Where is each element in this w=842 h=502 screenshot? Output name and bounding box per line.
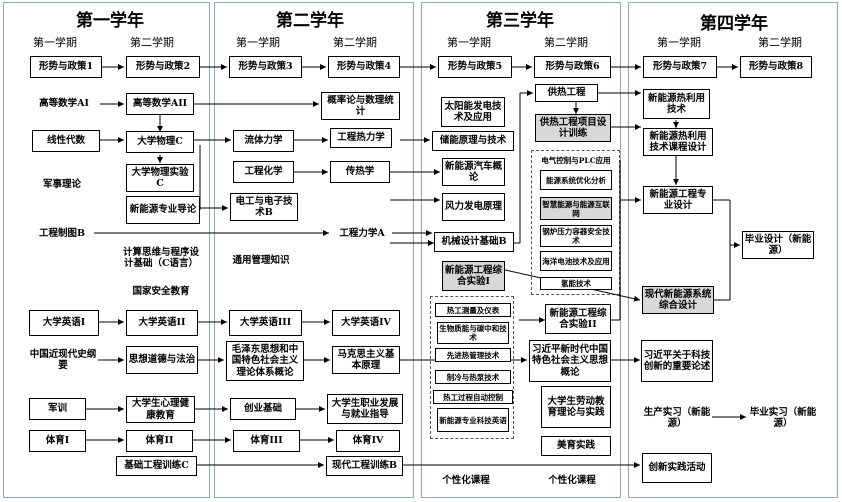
course-box: 新能源热利用技术课程设计 [643,128,713,156]
course-box: 新能源工程综合实验I [442,261,505,291]
course-box: 新能源专业导论 [126,196,200,224]
year-title-3: 第三学年 [486,11,554,31]
course-box: 大学英语I [29,310,99,336]
course-box: 高等数学AII [126,93,194,115]
semester-label: 第二学期 [758,36,802,49]
course-box: 思想道德与法治 [126,346,198,374]
course-box: 新能源热利用技术 [643,89,710,119]
semester-label: 第一学期 [657,36,701,49]
course-box: 生产实习（新能源） [643,406,711,429]
course-box: 新能源汽车概论 [442,158,505,186]
semester-label: 第一学期 [33,36,77,49]
course-box: 形势与政策7 [643,56,717,78]
course-box: 风力发电原理 [442,193,505,221]
course-box: 大学生劳动教育理论与实践 [541,386,611,428]
course-box: 国家安全教育 [132,286,190,298]
course-box: 大学英语II [126,310,198,336]
course-box: 习近平关于科技创新的重要论述 [641,340,713,382]
course-box: 流体力学 [233,130,294,152]
course-box: 马克思主义基本原理 [332,346,400,374]
course-box: 大学生职业发展与就业指导 [327,394,403,424]
course-box: 毕业实习（新能源） [749,406,817,429]
course-box: 机械设计基础B [434,232,514,252]
course-box: 创新实践活动 [642,453,712,483]
year-title-4: 第四学年 [700,14,768,34]
course-box: 新能源工程专业设计 [643,186,713,214]
course-box: 形势与政策1 [30,56,102,78]
personalized-course-label: 个性化课程 [442,475,490,487]
elective-course: 智慧能源与能源互联网 [540,197,612,220]
year-title-2: 第二学年 [276,11,344,31]
course-box: 工程热力学 [330,128,392,148]
course-box: 大学物理C [126,131,194,153]
semester-label: 第二学期 [544,36,588,49]
course-box: 毕业设计（新能源） [742,231,814,259]
semester-label: 第一学期 [236,36,280,49]
course-box: 习近平新时代中国特色社会主义思想概论 [529,340,611,382]
elective-course: 能源系统优化分析 [540,170,612,190]
course-box: 大学物理实验C [126,164,194,192]
course-box: 工程化学 [233,161,294,183]
personalized-course-label: 个性化课程 [548,475,596,487]
course-box: 现代工程训练B [326,456,403,476]
course-box: 形势与政策3 [229,56,302,78]
course-box: 线性代数 [32,130,100,152]
course-box: 新能源工程综合实验II [545,304,611,334]
course-box: 太阳能发电技术及应用 [441,97,505,127]
course-box: 大学英语IV [332,310,400,336]
course-box: 供热工程项目设计训练 [535,114,611,142]
elective-group-year3-sem1 [430,296,514,439]
course-box: 通用管理知识 [232,255,290,267]
course-box: 形势与政策8 [740,56,812,78]
semester-label: 第一学期 [447,36,491,49]
course-box: 形势与政策6 [534,56,611,78]
course-box: 毛泽东思想和中国特色社会主义理论体系概论 [226,341,304,381]
elective-course: 制冷与热泵技术 [435,370,511,384]
course-box: 工程力学A [339,228,385,240]
elective-course: 新能源专业科技英语 [437,408,509,432]
elective-course: 热工过程自动控制 [433,390,513,404]
course-box: 形势与政策5 [438,56,512,78]
course-box: 供热工程 [535,84,598,102]
elective-course: 海洋电池技术及应用 [540,251,612,271]
elective-course: 生物质能与碳中和技术 [437,322,509,344]
course-box: 传热学 [330,161,390,183]
course-box: 基础工程训练C [116,456,197,476]
course-box: 体育IV [336,430,400,452]
elective-course: 先进热管理技术 [435,348,511,362]
course-box: 高等数学AI [39,98,89,110]
course-box: 创业基础 [230,398,296,420]
semester-label: 第二学期 [333,36,377,49]
course-box: 中国近现代史纲要 [29,348,97,371]
elective-course: 钢炉压力容器安全技术 [540,225,612,247]
year-title-1: 第一学年 [76,11,144,31]
course-box: 电工与电子技术B [230,193,298,221]
course-box: 大学生心理健康教育 [126,396,195,423]
course-box: 体育I [29,430,86,452]
elective-course: 电气控制与PLC应用 [541,155,611,165]
semester-label: 第二学期 [130,36,174,49]
course-box: 形势与政策2 [126,56,200,78]
elective-course: 氢能技术 [540,277,612,290]
course-box: 形势与政策4 [328,56,400,78]
elective-course: 热工测量及仪表 [435,303,511,317]
course-box: 体育III [233,430,300,452]
course-box: 体育II [126,430,193,452]
course-box: 储能原理与技术 [432,131,514,151]
course-box: 军训 [29,398,86,420]
course-box: 概率论与数理统计 [321,92,400,120]
course-box: 美育实践 [541,436,611,456]
course-box: 大学英语III [229,310,302,336]
course-box: 计算思维与程序设计基础（C语言） [122,246,199,269]
course-box: 工程制图B [38,228,86,240]
course-box: 军事理论 [42,179,81,191]
course-box: 现代新能源系统综合设计 [642,286,714,314]
